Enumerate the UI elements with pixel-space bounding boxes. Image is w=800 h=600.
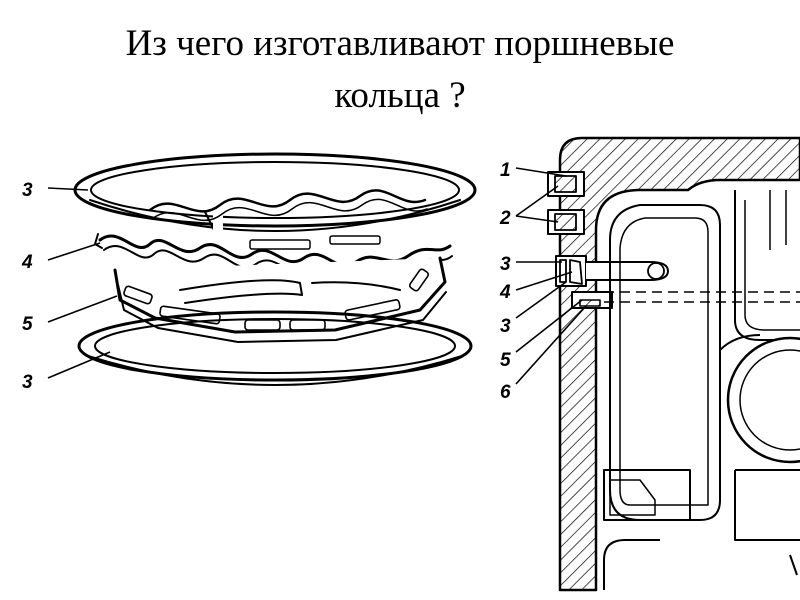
right-label-3-b: 3 [500,316,511,337]
right-label-6: 6 [500,382,511,403]
ring-set-illustration [73,152,477,386]
slide-title: Из чего изготавливают поршневые кольца ? [0,18,800,122]
left-label-3-top: 3 [22,180,33,201]
left-label-3-bottom: 3 [22,372,33,393]
right-label-1: 1 [500,160,511,181]
right-label-4: 4 [499,282,511,303]
title-line-2: кольца ? [334,75,466,116]
right-leader-lines [515,167,587,385]
bottom-compression-ring [77,310,473,386]
right-label-5: 5 [500,350,511,371]
top-compression-ring [73,152,477,232]
left-leader-lines [47,187,118,379]
piston-cross-section [547,136,800,592]
left-label-5: 5 [22,314,33,335]
title-line-1: Из чего изготавливают поршневые [125,23,675,64]
right-label-3-a: 3 [500,254,511,275]
left-label-4: 4 [21,252,33,273]
right-label-2: 2 [499,208,511,229]
slotted-oil-ring [113,256,447,343]
